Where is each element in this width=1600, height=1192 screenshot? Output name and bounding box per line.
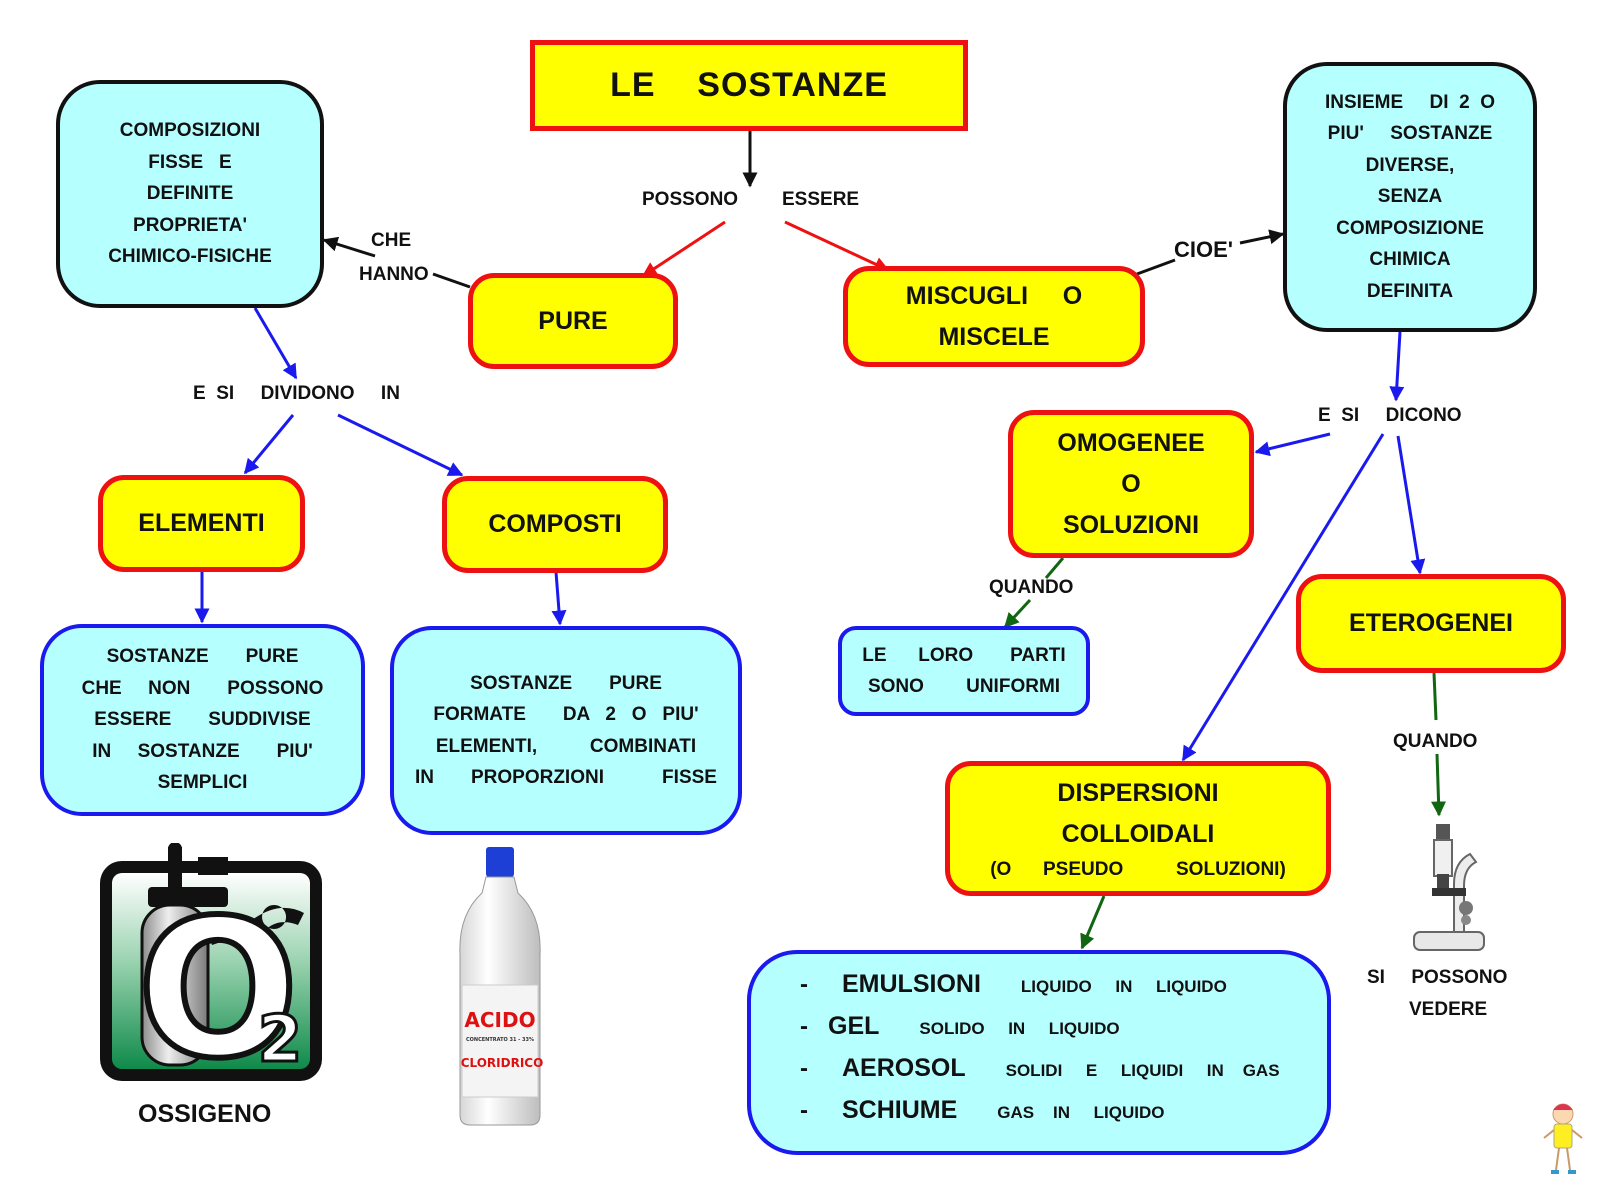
mixture-row: - GEL SOLIDO IN LIQUIDO <box>800 1012 1120 1040</box>
label-si-possono: SI POSSONO <box>1367 967 1508 988</box>
arrow-cioe-insieme <box>1239 229 1285 245</box>
arrow-che-hanno-composizioni <box>322 236 376 258</box>
arrow-miscugli-cioe <box>1136 258 1176 276</box>
arrow-omogenee-quando <box>1044 557 1065 579</box>
arrow-possono-pure <box>641 220 726 278</box>
label-che: CHE <box>371 230 412 251</box>
microscope-icon <box>1413 824 1485 951</box>
mixtures-node <box>747 950 1331 1155</box>
arrow-composti-def <box>551 571 567 626</box>
composti-definition-node: SOSTANZE PURE FORMATE DA 2 O PIU' ELEMEN… <box>390 626 742 835</box>
oxygen-symbol: O <box>137 879 299 1083</box>
label-quando-omogenee: QUANDO <box>989 577 1074 598</box>
title-box: LE SOSTANZE <box>530 40 968 131</box>
bottle-brand-2: CLORIDRICO <box>461 1056 544 1070</box>
page-title: LE SOSTANZE <box>610 66 888 104</box>
arrow-pure-che-hanno <box>432 272 471 289</box>
arrow-dicono-omogenee <box>1254 432 1331 457</box>
composizioni-node: COMPOSIZIONI FISSE E DEFINITE PROPRIETA'… <box>56 80 324 308</box>
arrow-dispersioni-mixtures <box>1080 895 1106 950</box>
miscugli-node: MISCUGLI O MISCELE <box>843 266 1145 367</box>
arrow-insieme-dicono <box>1389 331 1405 402</box>
composti-node: COMPOSTI <box>442 476 668 573</box>
label-quando-eterogenei: QUANDO <box>1393 731 1478 752</box>
arrow-essere-miscugli <box>784 220 890 272</box>
elementi-node: ELEMENTI <box>98 475 305 572</box>
arrow-eterogenei-quando <box>1432 672 1438 721</box>
insieme-node: INSIEME DI 2 O PIU' SOSTANZE DIVERSE, SE… <box>1283 62 1537 332</box>
label-e-si-dividono-in: E SI DIVIDONO IN <box>193 383 400 404</box>
acid-bottle-icon: ACIDO CONCENTRATO 31 - 33% CLORIDRICO <box>459 847 544 1126</box>
omogenee-node: OMOGENEE O SOLUZIONI <box>1008 410 1254 558</box>
mixture-row: - SCHIUME GAS IN LIQUIDO <box>800 1096 1165 1124</box>
label-vedere: VEDERE <box>1409 999 1488 1020</box>
arrow-quando-microscope <box>1431 753 1447 817</box>
dispersioni-node: DISPERSIONI COLLOIDALI (O PSEUDO SOLUZIO… <box>945 761 1331 896</box>
mixture-row: - EMULSIONI LIQUIDO IN LIQUIDO <box>800 970 1227 998</box>
pure-node: PURE <box>468 273 678 369</box>
label-hanno: HANNO <box>359 264 429 285</box>
mascot-icon <box>1543 1103 1583 1174</box>
label-possono: POSSONO <box>642 189 739 210</box>
mixture-row: - AEROSOL SOLIDI E LIQUIDI IN GAS <box>800 1054 1280 1082</box>
arrow-dicono-eterogenei <box>1396 435 1426 575</box>
oxygen-tank-icon: O 2 <box>100 843 322 1083</box>
label-cioe: CIOE' <box>1174 237 1234 262</box>
bottle-brand-1: ACIDO <box>464 1008 535 1032</box>
arrow-quando-uniformi <box>1003 598 1032 629</box>
oxygen-subscript: 2 <box>258 1003 303 1077</box>
arrow-dividono-composti <box>337 413 464 477</box>
label-e-si-dicono: E SI DICONO <box>1318 405 1462 426</box>
arrow-composizioni-dividono <box>253 307 298 380</box>
uniformi-node: LE LORO PARTI SONO UNIFORMI <box>838 626 1090 716</box>
bottle-small-text: CONCENTRATO 31 - 33% <box>466 1037 534 1043</box>
eterogenei-node: ETEROGENEI <box>1296 574 1566 673</box>
arrow-dicono-dispersioni <box>1181 433 1385 762</box>
label-essere: ESSERE <box>782 189 860 210</box>
oxygen-caption: OSSIGENO <box>138 1100 272 1128</box>
elementi-definition-node: SOSTANZE PURE CHE NON POSSONO ESSERE SUD… <box>40 624 365 816</box>
arrow-dividono-elementi <box>243 414 295 475</box>
